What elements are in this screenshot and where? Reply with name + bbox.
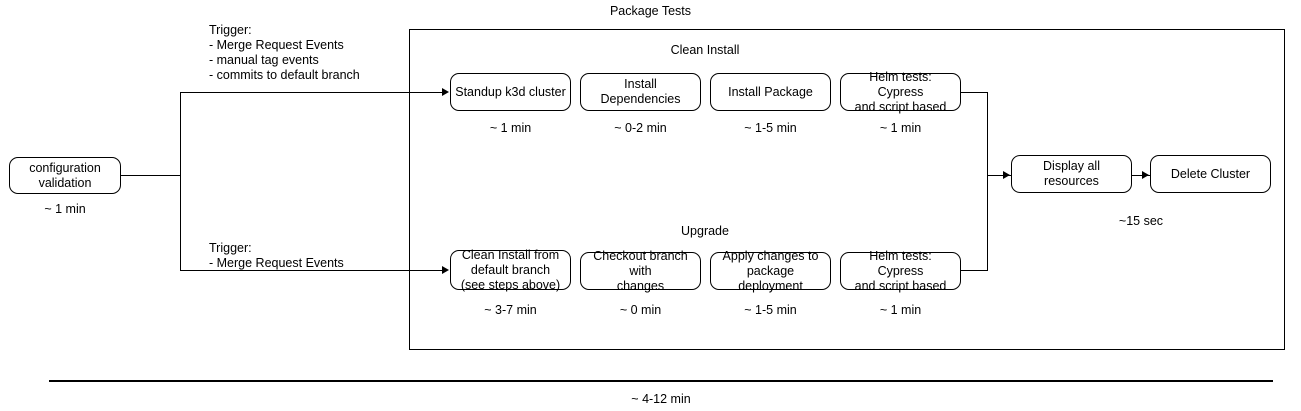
lane-label-clean-install: Clean Install [670, 43, 740, 57]
edge-start-to-split [121, 175, 181, 177]
node-install-package[interactable]: Install Package [710, 73, 831, 111]
caption-standup-k3d-cluster: ~ 1 min [489, 121, 532, 135]
caption-checkout-branch-with-changes: ~ 0 min [619, 303, 662, 317]
edge-merge-to-display-resources [987, 175, 1011, 177]
bottom-divider [49, 380, 1273, 382]
arrowhead-upgrade [442, 265, 449, 274]
caption-clean-install-from-default-branch: ~ 3-7 min [484, 303, 537, 317]
node-delete-cluster[interactable]: Delete Cluster [1150, 155, 1271, 193]
diagram-title: Package Tests [609, 4, 692, 18]
split-spine [180, 92, 182, 271]
caption-install-package: ~ 1-5 min [744, 121, 797, 135]
caption-total-duration: ~ 4-12 min [631, 392, 691, 406]
caption-install-dependencies: ~ 0-2 min [614, 121, 667, 135]
node-clean-install-from-default-branch[interactable]: Clean Install from default branch (see s… [450, 248, 571, 292]
edge-display-to-delete-cluster [1132, 175, 1150, 177]
arrowhead-clean-install [442, 87, 449, 96]
caption-teardown-duration: ~15 sec [1118, 214, 1164, 228]
caption-helm-tests-clean-install: ~ 1 min [879, 121, 922, 135]
lane-label-upgrade: Upgrade [681, 224, 729, 238]
caption-apply-changes-to-package-deployment: ~ 1-5 min [744, 303, 797, 317]
node-apply-changes-to-package-deployment[interactable]: Apply changes to package deployment [710, 249, 831, 293]
caption-helm-tests-upgrade: ~ 1 min [879, 303, 922, 317]
merge-spine [987, 92, 989, 271]
caption-configuration-validation: ~ 1 min [44, 202, 86, 216]
arrowhead-display-resources [1003, 170, 1010, 179]
node-helm-tests-clean-install[interactable]: Helm tests: Cypress and script based [840, 70, 961, 114]
node-standup-k3d-cluster[interactable]: Standup k3d cluster [450, 73, 571, 111]
node-display-all-resources[interactable]: Display all resources [1011, 155, 1132, 193]
package-tests-container [409, 29, 1285, 350]
node-helm-tests-upgrade[interactable]: Helm tests: Cypress and script based [840, 249, 961, 293]
node-install-dependencies[interactable]: Install Dependencies [580, 73, 701, 111]
arrowhead-delete-cluster [1142, 170, 1149, 179]
trigger-text-bottom: Trigger: - Merge Request Events [209, 241, 344, 270]
edge-clean-install-to-merge [961, 92, 988, 94]
edge-split-to-upgrade [180, 270, 443, 272]
edge-split-to-clean-install [180, 92, 443, 94]
node-configuration-validation[interactable]: configuration validation [9, 157, 121, 194]
edge-upgrade-to-merge [961, 270, 988, 272]
node-checkout-branch-with-changes[interactable]: Checkout branch with changes [580, 249, 701, 293]
trigger-text-top: Trigger: - Merge Request Events - manual… [209, 23, 360, 82]
